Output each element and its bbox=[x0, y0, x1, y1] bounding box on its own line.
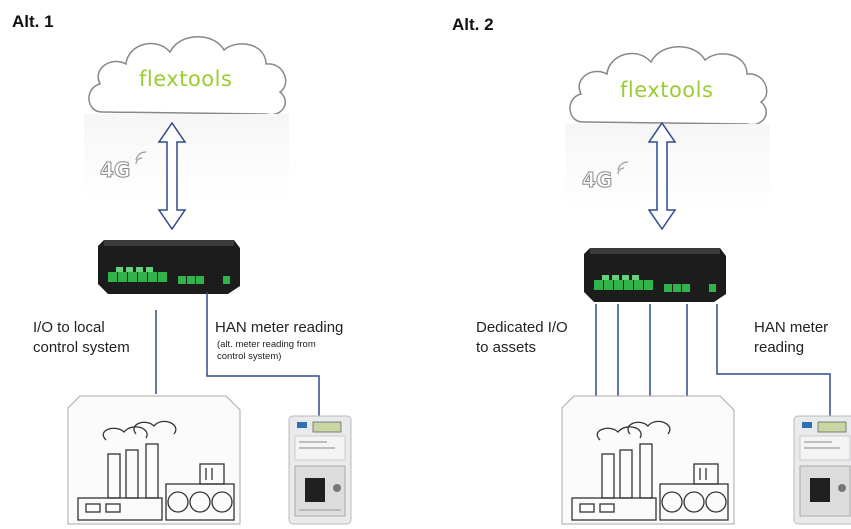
alt2-factory-icon bbox=[561, 395, 735, 525]
alt1-fade-band bbox=[84, 114, 289, 199]
alt1-signal-icon bbox=[135, 151, 147, 165]
alt2-han-label-line2: reading bbox=[754, 339, 805, 356]
alt2-controller-device bbox=[584, 248, 726, 302]
alt1-double-arrow-icon bbox=[157, 122, 187, 230]
alt2-double-arrow-icon bbox=[647, 122, 677, 230]
alt2-han-label: HAN meter reading bbox=[754, 318, 828, 358]
alt2-io-label-line1: Dedicated I/O bbox=[476, 319, 568, 336]
alt1-title: Alt. 1 bbox=[12, 12, 54, 31]
alt1-cloud-icon bbox=[88, 36, 287, 116]
alt2-io-label-line2: to assets bbox=[476, 339, 537, 356]
alt1-controller-device bbox=[98, 240, 240, 294]
alt2-cloud-icon bbox=[569, 46, 768, 126]
alt2-han-label-line1: HAN meter bbox=[754, 319, 829, 336]
alt2-meter-icon bbox=[793, 415, 851, 525]
alt2-signal-icon bbox=[617, 161, 629, 175]
alt2-io-label: Dedicated I/O to assets bbox=[476, 318, 568, 358]
alt2-4g-label: 4G bbox=[581, 168, 613, 193]
alt1-meter-icon bbox=[288, 415, 352, 525]
alt1-han-label: HAN meter reading bbox=[215, 319, 344, 336]
alt1-brand-logo: flextools bbox=[139, 67, 233, 91]
alt1-han-note: (alt. meter reading from control system) bbox=[217, 339, 316, 363]
alt1-factory-icon bbox=[67, 395, 241, 525]
alt1-io-label-line1: I/O to local bbox=[33, 319, 105, 336]
alt1-han-note-line2: control system) bbox=[217, 351, 282, 362]
alt1-io-label: I/O to local control system bbox=[33, 318, 130, 358]
alt1-han-note-line1: (alt. meter reading from bbox=[217, 339, 316, 350]
alt1-io-label-line2: control system bbox=[33, 339, 130, 356]
alt2-title: Alt. 2 bbox=[452, 15, 494, 34]
alt1-4g-label: 4G bbox=[99, 158, 131, 183]
alt2-brand-logo: flextools bbox=[620, 78, 714, 102]
